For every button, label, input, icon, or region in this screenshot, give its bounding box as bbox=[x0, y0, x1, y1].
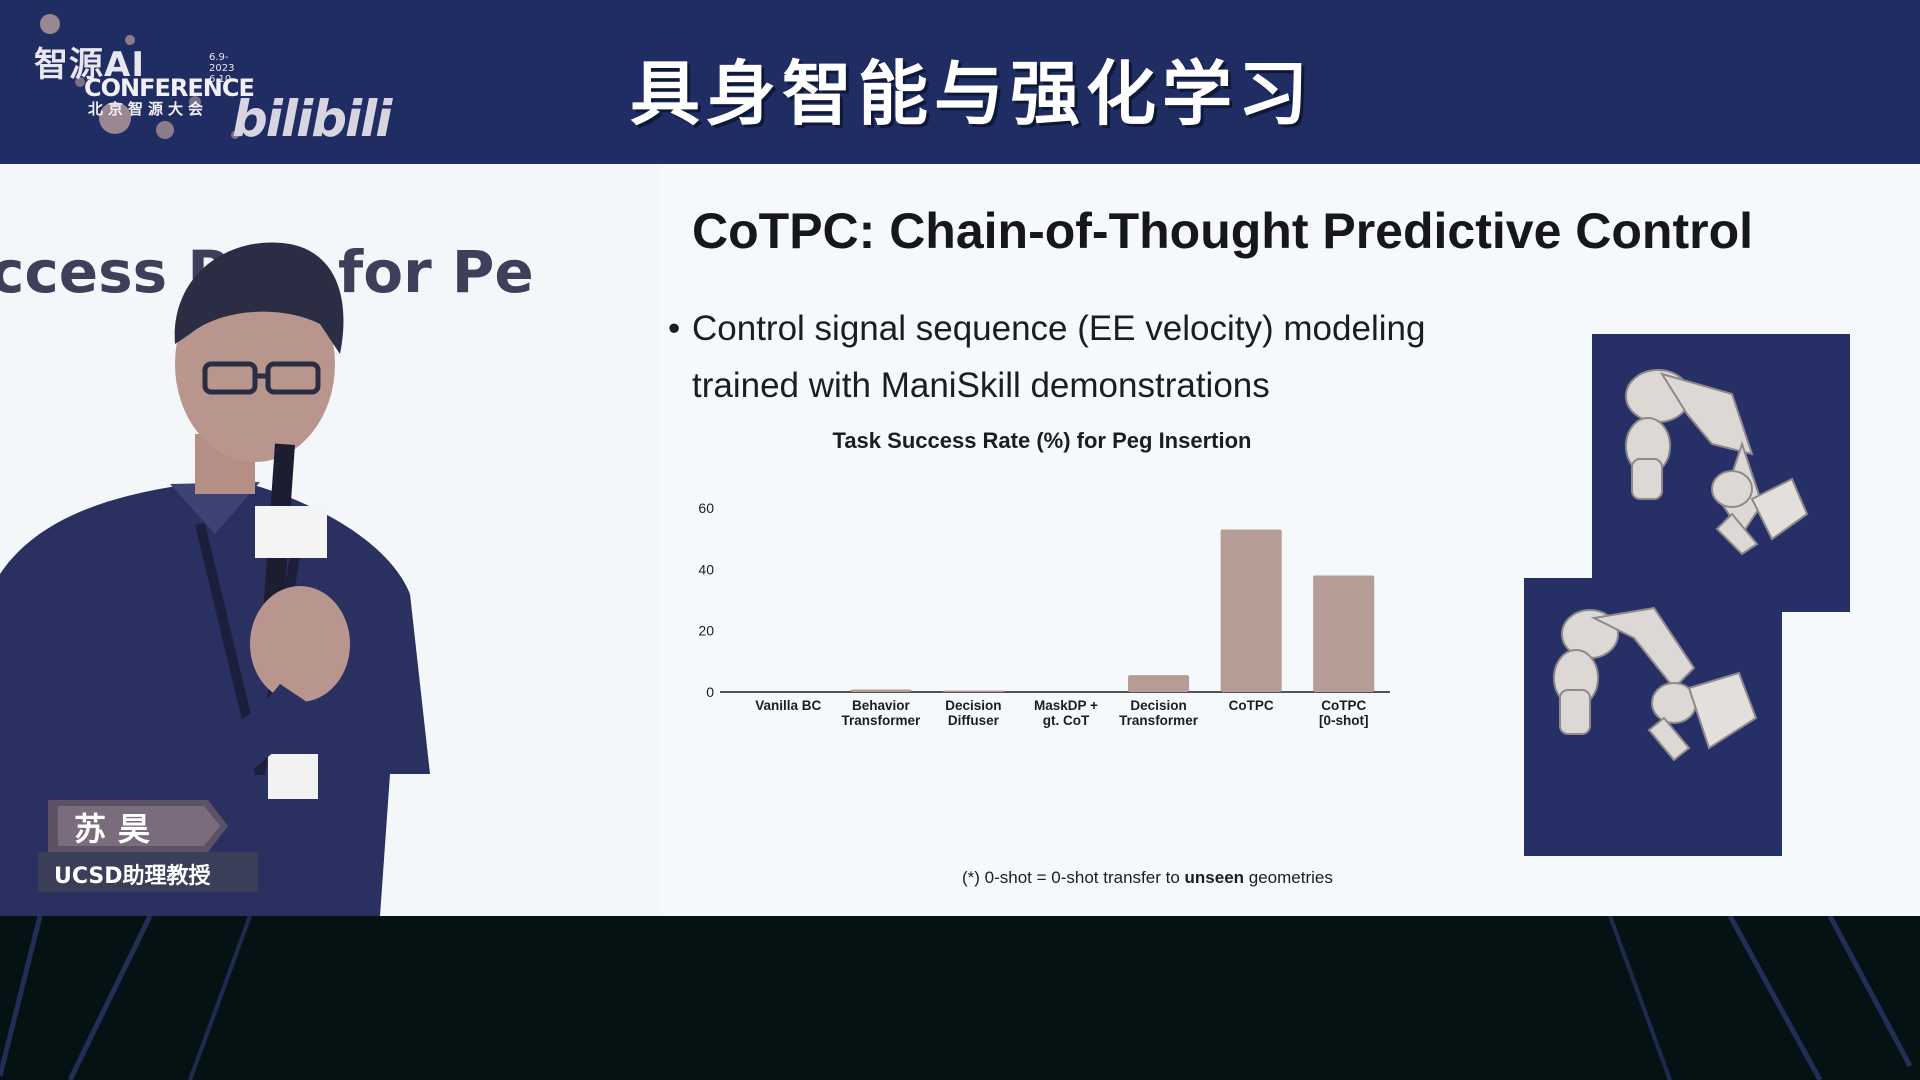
nameplate-title-background bbox=[38, 852, 258, 892]
logo-conference-text: CONFERENCE bbox=[84, 74, 255, 102]
logo-main-text: 智源AI bbox=[34, 45, 145, 85]
stage-light-streaks bbox=[0, 916, 1913, 1080]
x-tick-label: CoTPC bbox=[1229, 698, 1274, 713]
x-tick-label: CoTPC bbox=[1321, 698, 1366, 713]
stage-floor bbox=[0, 916, 1920, 1080]
y-tick-label: 60 bbox=[698, 500, 714, 516]
bullet-text: Control signal sequence (EE velocity) mo… bbox=[692, 300, 1532, 414]
success-rate-bar-chart: Task Success Rate (%) for Peg Insertion … bbox=[698, 428, 1390, 728]
y-tick-label: 0 bbox=[706, 684, 714, 700]
y-tick-label: 20 bbox=[698, 623, 714, 639]
robot-arm-render-icon bbox=[1625, 369, 1809, 556]
footnote-emphasis: unseen bbox=[1184, 868, 1245, 887]
bullet-marker: • bbox=[668, 309, 681, 348]
logo-year: 6.9-2023 6.10 bbox=[209, 52, 235, 85]
decorative-dots bbox=[40, 14, 239, 139]
x-tick-label: MaskDP + bbox=[1034, 698, 1098, 713]
header-banner: 智源AI 6.9-2023 6.10 CONFERENCE 北京智源大会 bil… bbox=[0, 0, 1920, 164]
bar bbox=[1220, 529, 1282, 692]
x-tick-label: Diffuser bbox=[948, 713, 1000, 728]
bullet-line-2: trained with ManiSkill demonstrations bbox=[692, 366, 1270, 405]
footnote-suffix: geometries bbox=[1244, 868, 1333, 887]
speaker-affiliation: UCSD助理教授 bbox=[54, 864, 211, 889]
speaker-name: 苏昊 bbox=[74, 810, 163, 848]
bilibili-logo: bilibili bbox=[232, 90, 392, 148]
logo-subtitle: 北京智源大会 bbox=[88, 100, 209, 118]
robot-arm-image-bottom bbox=[1524, 578, 1782, 856]
y-tick-label: 40 bbox=[698, 561, 714, 577]
footnote-prefix: (*) 0-shot = 0-shot transfer to bbox=[962, 868, 1185, 887]
chart-footnote: (*) 0-shot = 0-shot transfer to unseen g… bbox=[962, 868, 1333, 888]
y-axis-ticks: 0 20 40 60 bbox=[698, 500, 714, 700]
chart-title: Task Success Rate (%) for Peg Insertion bbox=[833, 428, 1252, 453]
bars-group bbox=[850, 529, 1375, 692]
x-tick-label: Decision bbox=[1130, 698, 1186, 713]
presenter-panel: ccess Ra ) for Pe bbox=[0, 164, 660, 916]
x-tick-label: Decision bbox=[945, 698, 1001, 713]
robot-arm-render-icon bbox=[1553, 606, 1758, 762]
x-tick-label: gt. CoT bbox=[1043, 713, 1090, 728]
nameplate-name-background bbox=[48, 800, 228, 852]
bar bbox=[1128, 675, 1190, 692]
x-tick-label: Transformer bbox=[841, 713, 921, 728]
conference-logo: 智源AI 6.9-2023 6.10 CONFERENCE 北京智源大会 bil… bbox=[34, 45, 392, 148]
x-tick-label: Transformer bbox=[1119, 713, 1199, 728]
x-tick-label: [0-shot] bbox=[1319, 713, 1369, 728]
bar bbox=[850, 689, 912, 692]
bar bbox=[942, 690, 1004, 692]
bar bbox=[1313, 575, 1375, 692]
slide-title: CoTPC: Chain-of-Thought Predictive Contr… bbox=[692, 203, 1754, 259]
x-tick-label: Vanilla BC bbox=[755, 698, 821, 713]
page-title: 具身智能与强化学习 bbox=[630, 53, 1314, 135]
x-tick-label: Behavior bbox=[852, 698, 911, 713]
robot-arm-image-top bbox=[1592, 334, 1850, 612]
slide-area: ccess Ra ) for Pe bbox=[0, 164, 1920, 916]
bullet-line-1: Control signal sequence (EE velocity) mo… bbox=[692, 309, 1426, 348]
